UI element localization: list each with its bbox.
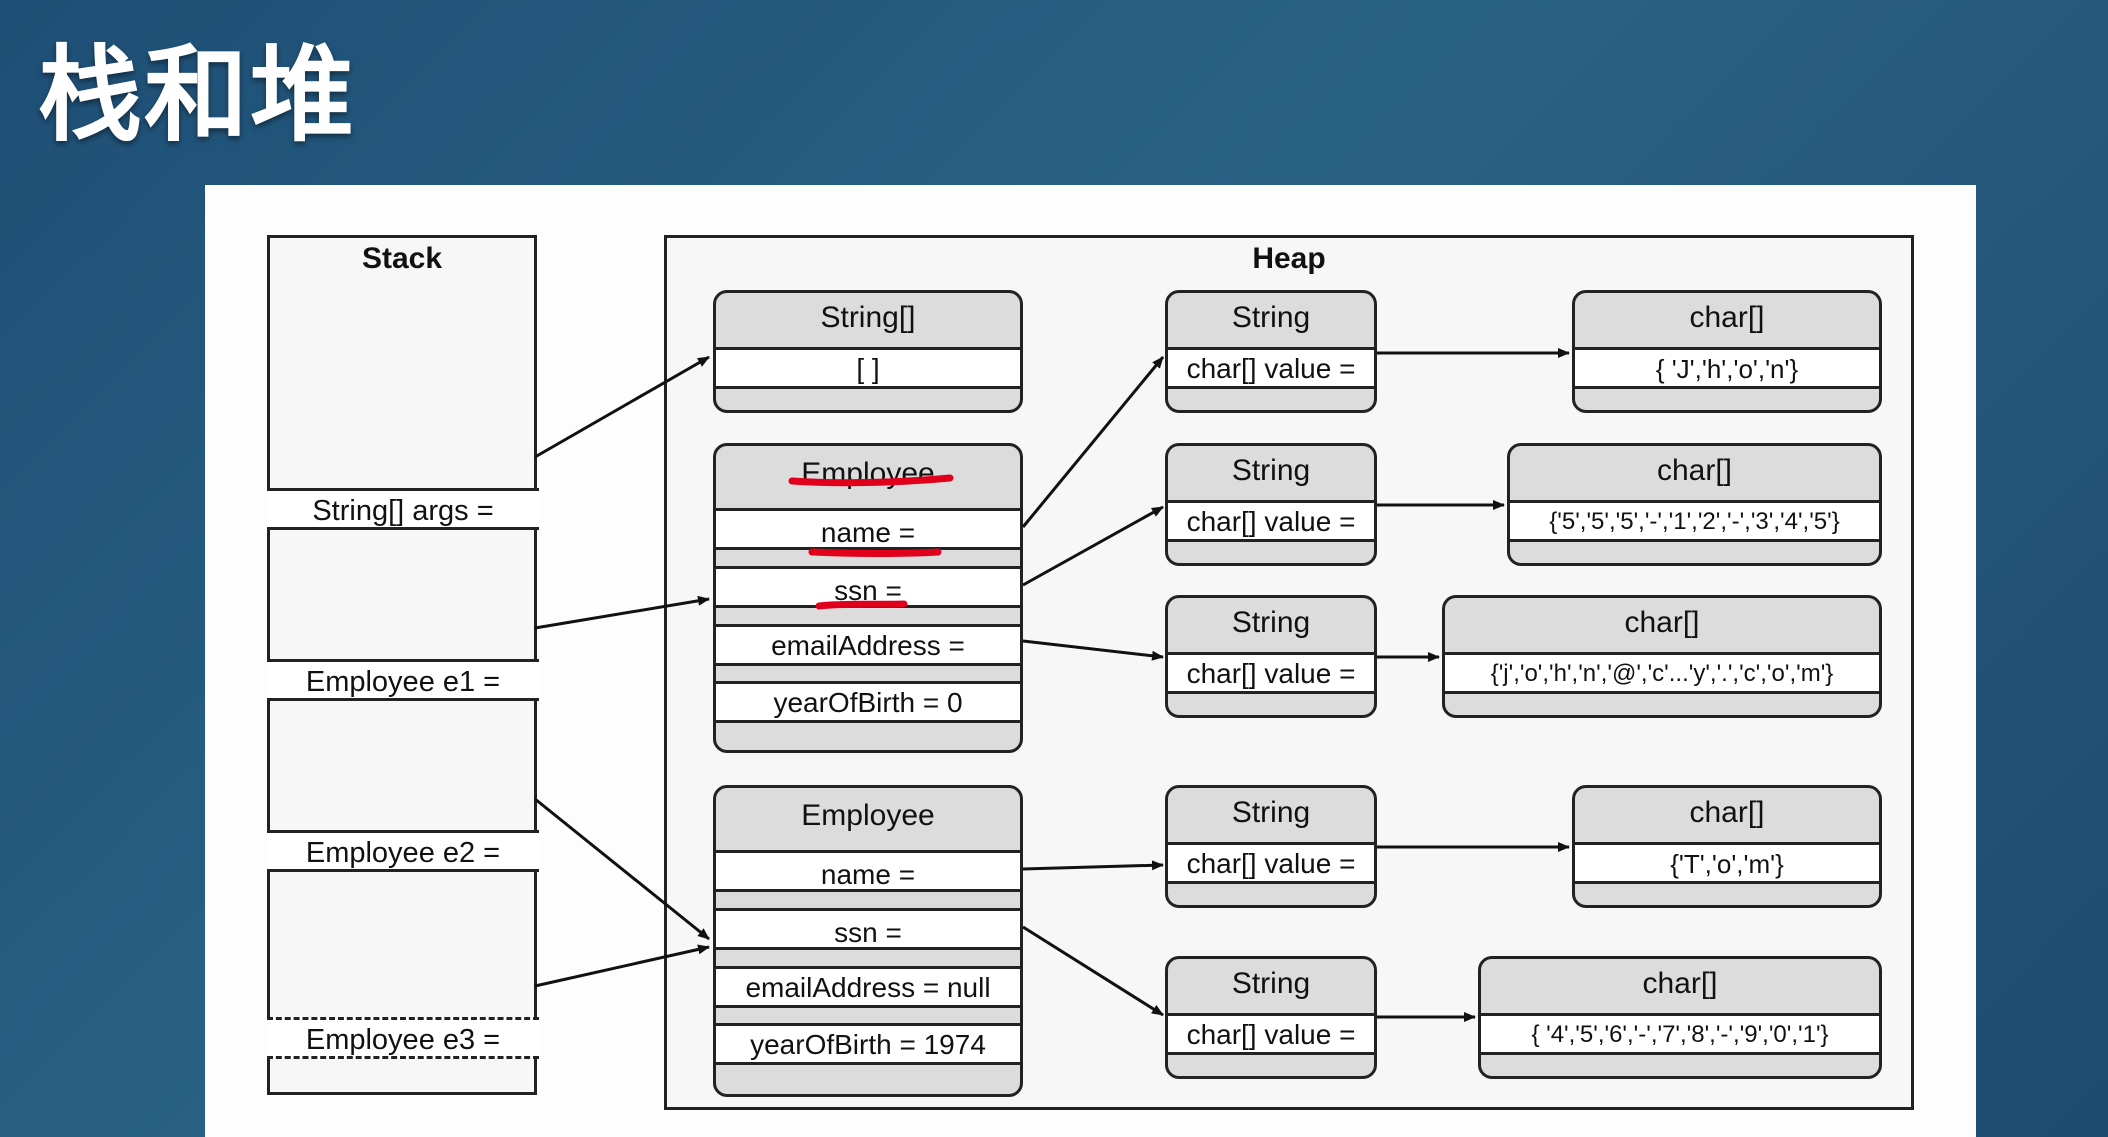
- employee-field-email: emailAddress = null: [716, 966, 1020, 1008]
- arrow-e2-ssn: [1022, 925, 1164, 1017]
- char-array-value: {'5','5','5','-','1','2','-','3','4','5'…: [1510, 500, 1879, 542]
- arrow-e2-name: [1022, 860, 1164, 871]
- string-object-3: String char[] value =: [1165, 595, 1377, 718]
- stack-slot-args: String[] args =: [267, 488, 539, 530]
- arrow-e1: [534, 595, 710, 630]
- string-object-4: String char[] value =: [1165, 785, 1377, 908]
- object-type-label: char[]: [1689, 301, 1765, 334]
- object-type-label: String[]: [820, 301, 916, 334]
- employee-field-email: emailAddress =: [716, 624, 1020, 666]
- object-type-label: char[]: [1656, 454, 1733, 487]
- char-array-value: {'j','o','h','n','@','c'...'y','.','c','…: [1445, 652, 1879, 694]
- string-value-field: char[] value =: [1168, 500, 1374, 542]
- arrow-args: [534, 355, 710, 459]
- employee-field-ssn: ssn =: [716, 908, 1020, 950]
- employee-field-year: yearOfBirth = 1974: [716, 1023, 1020, 1065]
- char-array-object-1: char[] { 'J','h','o','n'}: [1572, 290, 1882, 413]
- string-value-field: char[] value =: [1168, 842, 1374, 884]
- diagram-panel: Stack String[] args = Employee e1 = Empl…: [205, 185, 1976, 1137]
- stack-title: Stack: [361, 242, 443, 275]
- object-field: [ ]: [716, 347, 1020, 389]
- stack-slot-e1: Employee e1 =: [267, 659, 539, 701]
- heap-title: Heap: [1252, 242, 1326, 275]
- annotation-underline-ssn: [815, 600, 908, 610]
- object-type-label: String: [1231, 606, 1311, 639]
- string-object-2: String char[] value =: [1165, 443, 1377, 566]
- annotation-underline-employee: [788, 474, 954, 487]
- arrow-e3: [534, 944, 710, 988]
- string-object-5: String char[] value =: [1165, 956, 1377, 1079]
- object-type-label: String: [1231, 796, 1311, 829]
- string-array-object: String[] [ ]: [713, 290, 1023, 413]
- employee-field-year: yearOfBirth = 0: [716, 681, 1020, 723]
- char-array-object-5: char[] { '4','5','6','-','7','8','-','9'…: [1478, 956, 1882, 1079]
- reference-arrows: [534, 348, 1570, 1022]
- char-array-value: { 'J','h','o','n'}: [1575, 347, 1879, 389]
- object-type-label: String: [1231, 454, 1311, 487]
- arrow-e1-name: [1021, 356, 1165, 528]
- string-value-field: char[] value =: [1168, 652, 1374, 694]
- char-array-value: { '4','5','6','-','7','8','-','9','0','1…: [1481, 1013, 1879, 1055]
- object-type-label: char[]: [1689, 796, 1765, 829]
- annotation-underline-name: [808, 548, 942, 557]
- stack-slot-e2: Employee e2 =: [267, 830, 539, 872]
- employee-field-name: name =: [716, 508, 1020, 550]
- string-value-field: char[] value =: [1168, 347, 1374, 389]
- object-type-label: char[]: [1624, 606, 1700, 639]
- char-array-value: {'T','o','m'}: [1575, 842, 1879, 884]
- string-object-1: String char[] value =: [1165, 290, 1377, 413]
- object-type-label: Employee: [801, 799, 935, 832]
- stack-slot-e3: Employee e3 =: [267, 1017, 539, 1059]
- object-type-label: String: [1231, 301, 1311, 334]
- char-array-object-2: char[] {'5','5','5','-','1','2','-','3',…: [1507, 443, 1882, 566]
- string-value-field: char[] value =: [1168, 1013, 1374, 1055]
- arrow-e2: [534, 797, 710, 941]
- char-array-object-3: char[] {'j','o','h','n','@','c'...'y','.…: [1442, 595, 1882, 718]
- object-type-label: String: [1231, 967, 1311, 1000]
- char-array-object-4: char[] {'T','o','m'}: [1572, 785, 1882, 908]
- arrow-e1-email: [1022, 639, 1164, 661]
- stack-region: Stack String[] args = Employee e1 = Empl…: [267, 235, 539, 1095]
- employee-field-name: name =: [716, 850, 1020, 892]
- slide-title: 栈和堆: [38, 34, 357, 156]
- employee-object-2: Employee name = ssn = emailAddress = nul…: [713, 785, 1023, 1097]
- object-type-label: char[]: [1642, 967, 1718, 1000]
- arrow-e1-ssn: [1022, 505, 1164, 587]
